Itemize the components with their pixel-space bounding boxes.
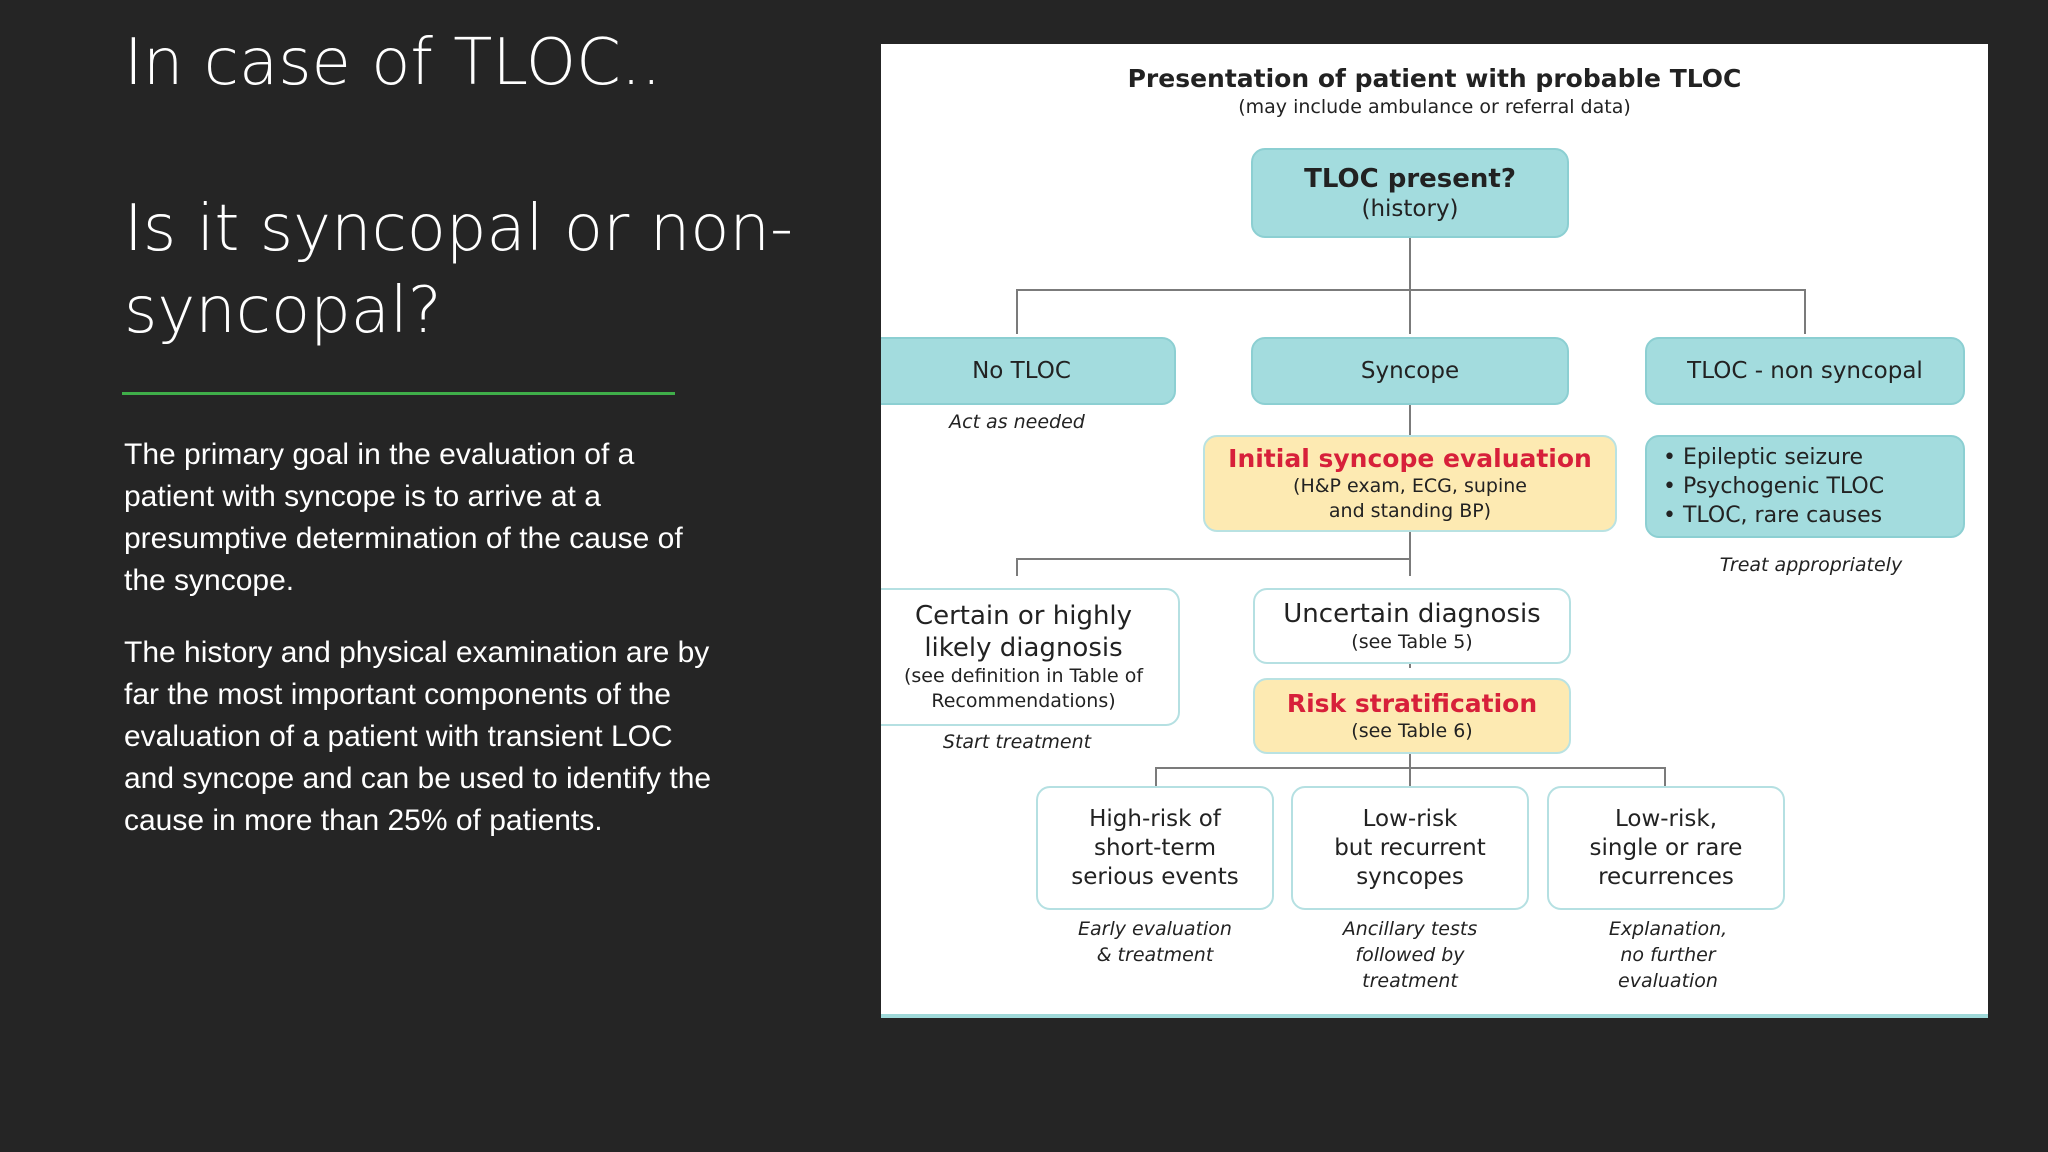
list-item: • Psychogenic TLOC (1663, 474, 1885, 499)
node-text: Low-risk, (1614, 805, 1718, 832)
node-text: No TLOC (972, 357, 1071, 384)
node-text: but recurrent (1334, 834, 1486, 861)
node-low-risk-rare: Low-risk, single or rare recurrences (1547, 786, 1785, 910)
note-line: treatment (1362, 970, 1458, 992)
paragraph: The primary goal in the evaluation of a … (124, 438, 683, 597)
node-text: serious events (1071, 863, 1239, 890)
note-line: Early evaluation (1078, 918, 1232, 940)
node-title: Initial syncope evaluation (1228, 443, 1592, 473)
connector (1016, 289, 1018, 334)
note-line: Ancillary tests (1342, 918, 1478, 940)
title-divider (122, 392, 675, 395)
note-line: evaluation (1618, 970, 1718, 992)
body-text: The primary goal in the evaluation of a … (124, 434, 724, 872)
node-tloc-non-syncopal: TLOC - non syncopal (1645, 337, 1965, 405)
note-early-evaluation: Early evaluation & treatment (1016, 916, 1294, 968)
node-text: (H&P exam, ECG, supine (1293, 474, 1527, 497)
node-text: Recommendations) (931, 690, 1116, 712)
node-text: Low-risk (1362, 805, 1458, 832)
note-act-as-needed: Act as needed (949, 411, 1085, 433)
node-syncope: Syncope (1251, 337, 1569, 405)
note-line: no further (1620, 944, 1716, 966)
flowchart-subtitle: (may include ambulance or referral data) (1238, 96, 1631, 118)
node-text: (see Table 6) (1351, 719, 1473, 742)
list-item: • Epileptic seizure (1663, 445, 1864, 470)
note-line: & treatment (1096, 944, 1214, 966)
connector (1016, 558, 1411, 560)
node-text: (see Table 5) (1351, 630, 1473, 653)
title-line-2: Is it syncopal or non-syncopal? (124, 192, 794, 348)
paragraph: The history and physical examination are… (124, 636, 712, 837)
connector (1016, 558, 1018, 576)
list-item: • TLOC, rare causes (1663, 503, 1883, 528)
flowchart-title: Presentation of patient with probable TL… (1127, 64, 1742, 93)
node-text: Uncertain diagnosis (1283, 598, 1541, 629)
node-certain-diagnosis: Certain or highly likely diagnosis (see … (881, 588, 1180, 726)
note-explanation: Explanation, no further evaluation (1529, 916, 1807, 994)
connector (1016, 289, 1806, 291)
node-no-tloc: No TLOC (881, 337, 1176, 405)
note-line: Explanation, (1608, 918, 1728, 940)
node-non-syncopal-causes: • Epileptic seizure • Psychogenic TLOC •… (1645, 435, 1965, 538)
note-treat-appropriately: Treat appropriately (1719, 554, 1903, 576)
node-text: (history) (1361, 195, 1459, 222)
title-line-1: In case of TLOC.. (124, 26, 662, 100)
connector (1409, 405, 1411, 435)
node-text: likely diagnosis (924, 633, 1123, 663)
tloc-flowchart: Presentation of patient with probable TL… (881, 44, 1988, 1018)
node-text: Syncope (1360, 357, 1460, 384)
node-text: recurrences (1598, 863, 1734, 890)
connector (1409, 532, 1411, 576)
node-text: TLOC present? (1304, 163, 1516, 194)
connector (1409, 238, 1411, 334)
connector (1804, 289, 1806, 334)
node-high-risk: High-risk of short-term serious events (1036, 786, 1274, 910)
node-text: TLOC - non syncopal (1687, 357, 1923, 384)
node-text: Certain or highly (914, 601, 1133, 631)
node-uncertain-diagnosis: Uncertain diagnosis (see Table 5) (1253, 588, 1571, 664)
node-tloc-present: TLOC present? (history) (1251, 148, 1569, 238)
node-risk-stratification: Risk stratification (see Table 6) (1253, 678, 1571, 754)
note-start-treatment: Start treatment (942, 731, 1092, 753)
node-text: (see definition in Table of (903, 665, 1144, 687)
slide-title: In case of TLOC.. Is it syncopal or non-… (124, 22, 804, 352)
node-text: short-term (1093, 834, 1217, 861)
note-ancillary-tests: Ancillary tests followed by treatment (1271, 916, 1549, 994)
figure-bottom-border (881, 1014, 1988, 1018)
node-text: syncopes (1356, 863, 1464, 890)
connector (1409, 752, 1411, 812)
note-line: followed by (1355, 944, 1465, 966)
node-text: High-risk of (1089, 805, 1221, 832)
node-initial-syncope-evaluation: Initial syncope evaluation (H&P exam, EC… (1203, 435, 1617, 532)
node-text: and standing BP) (1328, 499, 1492, 522)
connector (1155, 767, 1666, 769)
node-text: single or rare (1589, 834, 1743, 861)
node-title: Risk stratification (1286, 688, 1538, 718)
node-low-risk-recurrent: Low-risk but recurrent syncopes (1291, 786, 1529, 910)
